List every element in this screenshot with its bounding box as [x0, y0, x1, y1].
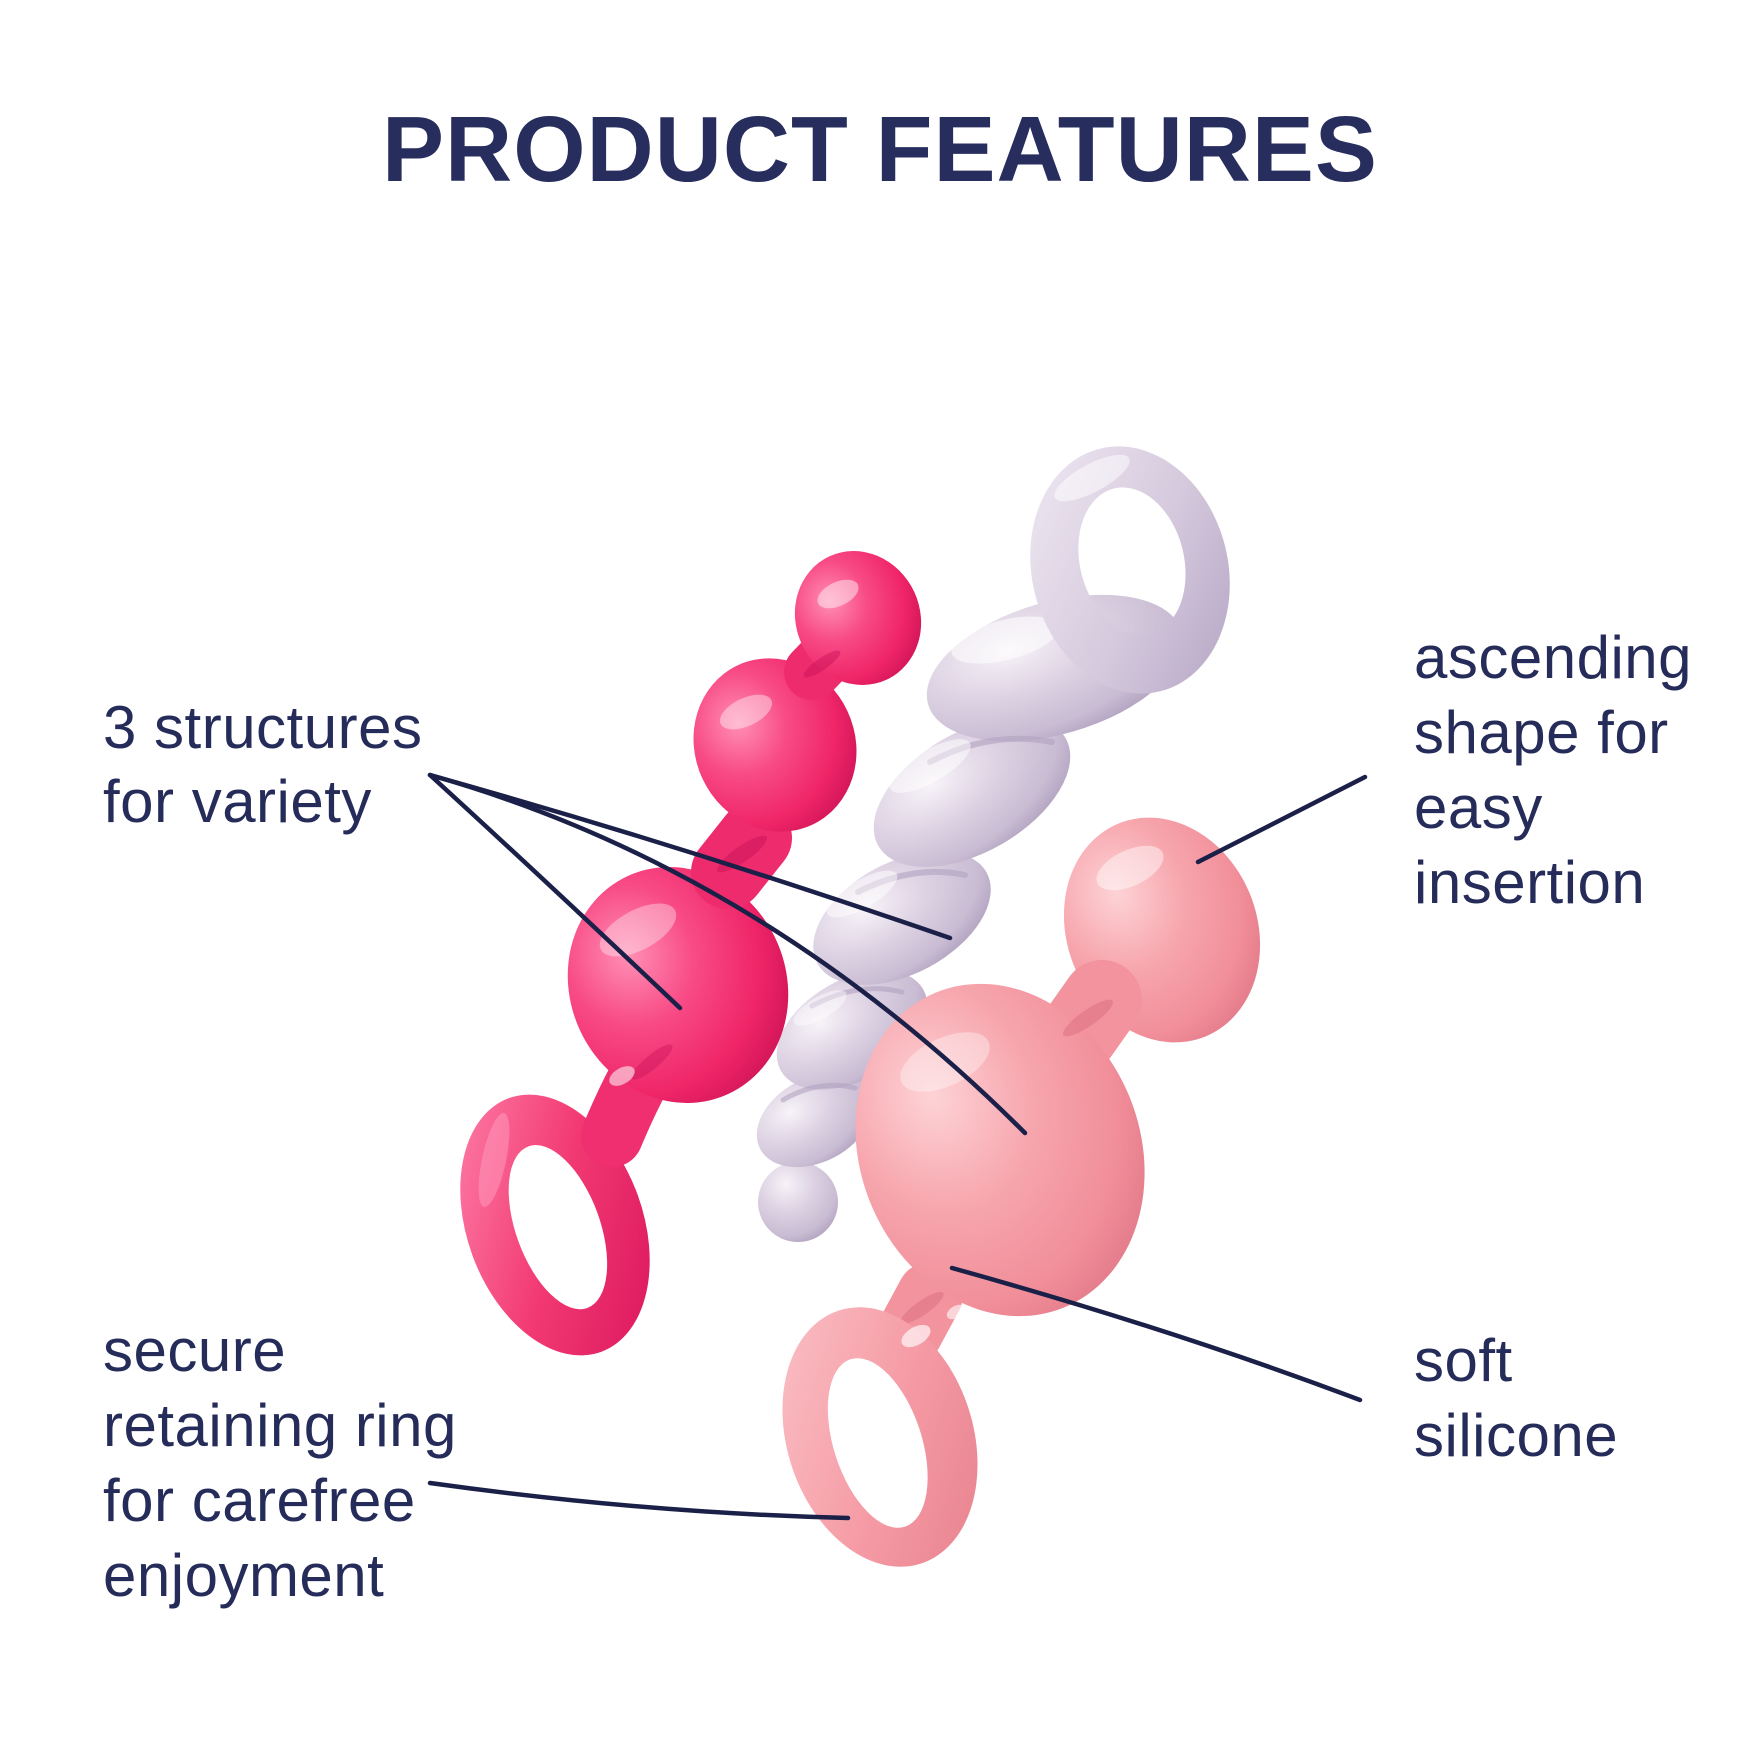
plug-magenta-beaded — [460, 551, 922, 1356]
annotation-ascending-line-3: easy — [1414, 774, 1543, 841]
annotation-ascending-line-1: ascending — [1414, 624, 1693, 691]
annotation-ascending-shape: ascending shape for easy insertion — [1414, 620, 1692, 920]
callout-line-soft-silicone — [949, 1265, 1363, 1403]
annotation-soft-line-2: silicone — [1414, 1402, 1619, 1469]
annotation-structures-line-2: for variety — [103, 768, 372, 835]
lilac-ring — [1030, 446, 1230, 694]
annotation-secure-line-4: enjoyment — [103, 1542, 385, 1609]
callout-line-secure-ring — [427, 1480, 851, 1521]
plug-lilac-spiral — [756, 446, 1230, 1242]
annotation-secure-line-3: for carefree — [103, 1467, 416, 1534]
annotation-structures-line-1: 3 structures — [103, 694, 423, 761]
callout-line-ascending-shape — [1195, 774, 1368, 865]
annotation-secure-line-1: secure — [103, 1317, 287, 1384]
plug-salmon-bulb — [782, 817, 1261, 1567]
annotation-secure-ring: secure retaining ring for carefree enjoy… — [103, 1313, 457, 1613]
annotation-secure-line-2: retaining ring — [103, 1392, 457, 1459]
annotation-ascending-line-4: insertion — [1414, 849, 1646, 916]
salmon-ring — [782, 1304, 978, 1567]
callout-line-structures-to-salmon — [427, 772, 1028, 1136]
page-title: PRODUCT FEATURES — [382, 97, 1378, 201]
annotation-structures: 3 structures for variety — [103, 691, 422, 839]
annotation-soft-silicone: soft silicone — [1414, 1323, 1618, 1473]
callout-line-structures-to-magenta — [427, 772, 683, 1011]
annotation-ascending-line-2: shape for — [1414, 699, 1669, 766]
annotation-soft-line-1: soft — [1414, 1327, 1513, 1394]
